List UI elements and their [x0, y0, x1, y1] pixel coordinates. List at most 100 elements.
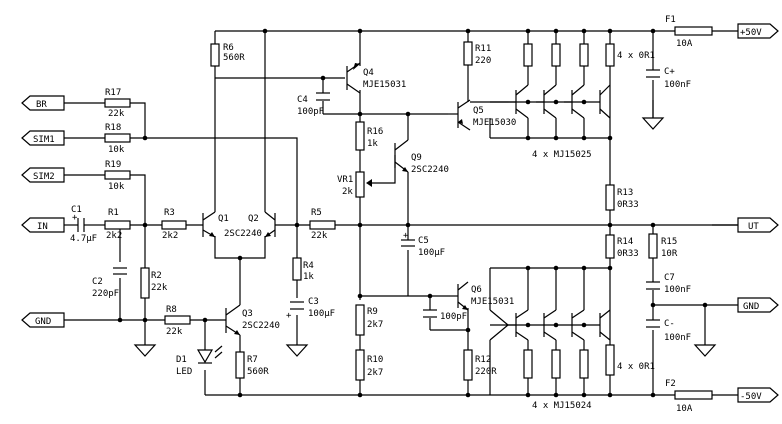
port-sim1[interactable]: SIM1 [21, 130, 65, 146]
q5-type-label: MJE15030 [473, 118, 516, 128]
svg-text:220: 220 [475, 56, 491, 66]
transistor-q5 [448, 99, 471, 131]
q3-label: Q3 [242, 309, 253, 319]
svg-text:0R33: 0R33 [617, 249, 639, 259]
svg-text:F2: F2 [665, 379, 676, 389]
port-ut[interactable]: UT [737, 217, 779, 233]
svg-text:R10: R10 [367, 355, 383, 365]
svg-text:22k: 22k [108, 109, 125, 119]
transistor-q1 [202, 211, 216, 238]
out-bottom-label: 4 x MJ15024 [532, 401, 592, 411]
resistor-r3: R3 2k2 [161, 208, 187, 241]
potentiometer-vr1: VR1 2k [337, 171, 372, 198]
svg-text:10R: 10R [661, 249, 678, 259]
led-d1: D1 LED [176, 345, 223, 377]
svg-text:0R33: 0R33 [617, 200, 639, 210]
svg-text:R8: R8 [166, 305, 177, 315]
ground-symbol-c3 [285, 344, 309, 357]
transistor-q4 [346, 62, 361, 94]
svg-text:560R: 560R [223, 53, 245, 63]
q3-type-label: 2SC2240 [242, 321, 280, 331]
svg-text:100nF: 100nF [664, 80, 691, 90]
capacitor-c3: + C3 100µF [286, 297, 335, 321]
capacitor-cp: C+ 100nF [646, 67, 691, 90]
svg-text:C-: C- [664, 319, 675, 329]
q1-label: Q1 [218, 214, 229, 224]
svg-text:R16: R16 [367, 127, 383, 137]
resistor-r7: R7 560R [235, 351, 269, 379]
q9-label: Q9 [411, 153, 422, 163]
svg-text:IN: IN [37, 222, 48, 232]
resistor-r1: R1 2k2 [104, 208, 131, 241]
svg-text:SIM1: SIM1 [33, 135, 55, 145]
q9-type-label: 2SC2240 [411, 165, 449, 175]
svg-text:R17: R17 [105, 88, 121, 98]
svg-text:100nF: 100nF [664, 333, 691, 343]
svg-text:F1: F1 [665, 15, 676, 25]
ground-symbol-left [133, 344, 157, 357]
ground-symbol-right [693, 344, 717, 357]
q5-label: Q5 [473, 106, 484, 116]
resistor-r19: R19 10k [104, 160, 131, 192]
capacitor-c2: C2 220pF [92, 267, 127, 299]
resistor-r12: R12 220R [463, 349, 497, 381]
svg-text:1k: 1k [367, 139, 378, 149]
svg-text:100pF: 100pF [440, 312, 467, 322]
svg-text:+50V: +50V [740, 28, 762, 38]
port-vpos[interactable]: +50V [737, 23, 779, 39]
svg-text:R7: R7 [247, 355, 258, 365]
svg-text:100nF: 100nF [664, 285, 691, 295]
svg-text:R4: R4 [303, 261, 314, 271]
svg-text:R3: R3 [164, 208, 175, 218]
svg-text:100µF: 100µF [418, 248, 445, 258]
svg-text:22k: 22k [311, 231, 328, 241]
port-sim2[interactable]: SIM2 [21, 167, 65, 183]
capacitor-c6: 100pF [423, 309, 467, 322]
q6-label: Q6 [471, 285, 482, 295]
transistor-q9 [394, 139, 409, 173]
port-in[interactable]: IN [21, 217, 65, 233]
svg-text:4 x 0R1: 4 x 0R1 [617, 362, 655, 372]
svg-text:R13: R13 [617, 188, 633, 198]
resistor-r8: R8 22k [164, 305, 191, 337]
resistor-r5: R5 22k [309, 208, 336, 241]
resistor-r13: R13 0R33 [605, 184, 639, 211]
emitter-resistors-top: 4 x 0R1 [523, 43, 655, 67]
svg-text:D1: D1 [176, 355, 187, 365]
port-br[interactable]: BR [21, 95, 65, 111]
svg-text:10A: 10A [676, 39, 693, 49]
svg-text:C7: C7 [664, 273, 675, 283]
svg-text:R18: R18 [105, 123, 121, 133]
svg-text:LED: LED [176, 367, 192, 377]
port-vneg[interactable]: -50V [737, 387, 779, 403]
port-gnd-left[interactable]: GND [21, 312, 65, 328]
emitter-resistors-bottom: 4 x 0R1 [523, 344, 655, 379]
svg-text:C4: C4 [297, 95, 308, 105]
output-transistors-bottom [489, 309, 611, 341]
svg-text:GND: GND [35, 317, 51, 327]
transistor-q3 [225, 304, 241, 336]
svg-text:+: + [286, 311, 292, 321]
port-gnd-right[interactable]: GND [737, 297, 779, 313]
svg-text:100µF: 100µF [308, 309, 335, 319]
svg-text:100pF: 100pF [297, 107, 324, 117]
svg-text:R12: R12 [475, 355, 491, 365]
svg-text:R9: R9 [367, 307, 378, 317]
svg-text:C5: C5 [418, 236, 429, 246]
out-top-label: 4 x MJ15025 [532, 150, 592, 160]
q4-label: Q4 [363, 68, 374, 78]
svg-text:C+: C+ [664, 67, 675, 77]
svg-text:R14: R14 [617, 237, 633, 247]
fuse-f2: F2 10A [665, 379, 713, 414]
svg-text:2k7: 2k7 [367, 368, 383, 378]
capacitor-c4: C4 100pF [297, 92, 330, 117]
transistor-q6 [450, 281, 469, 311]
svg-text:R6: R6 [223, 43, 234, 53]
ground-symbol-cp [641, 117, 665, 130]
svg-text:R15: R15 [661, 237, 677, 247]
resistor-r11: R11 220 [463, 41, 491, 66]
resistor-r9: R9 2k7 [355, 304, 383, 336]
resistor-r6: R6 560R [210, 43, 245, 67]
resistor-r15: R15 10R [648, 233, 678, 259]
